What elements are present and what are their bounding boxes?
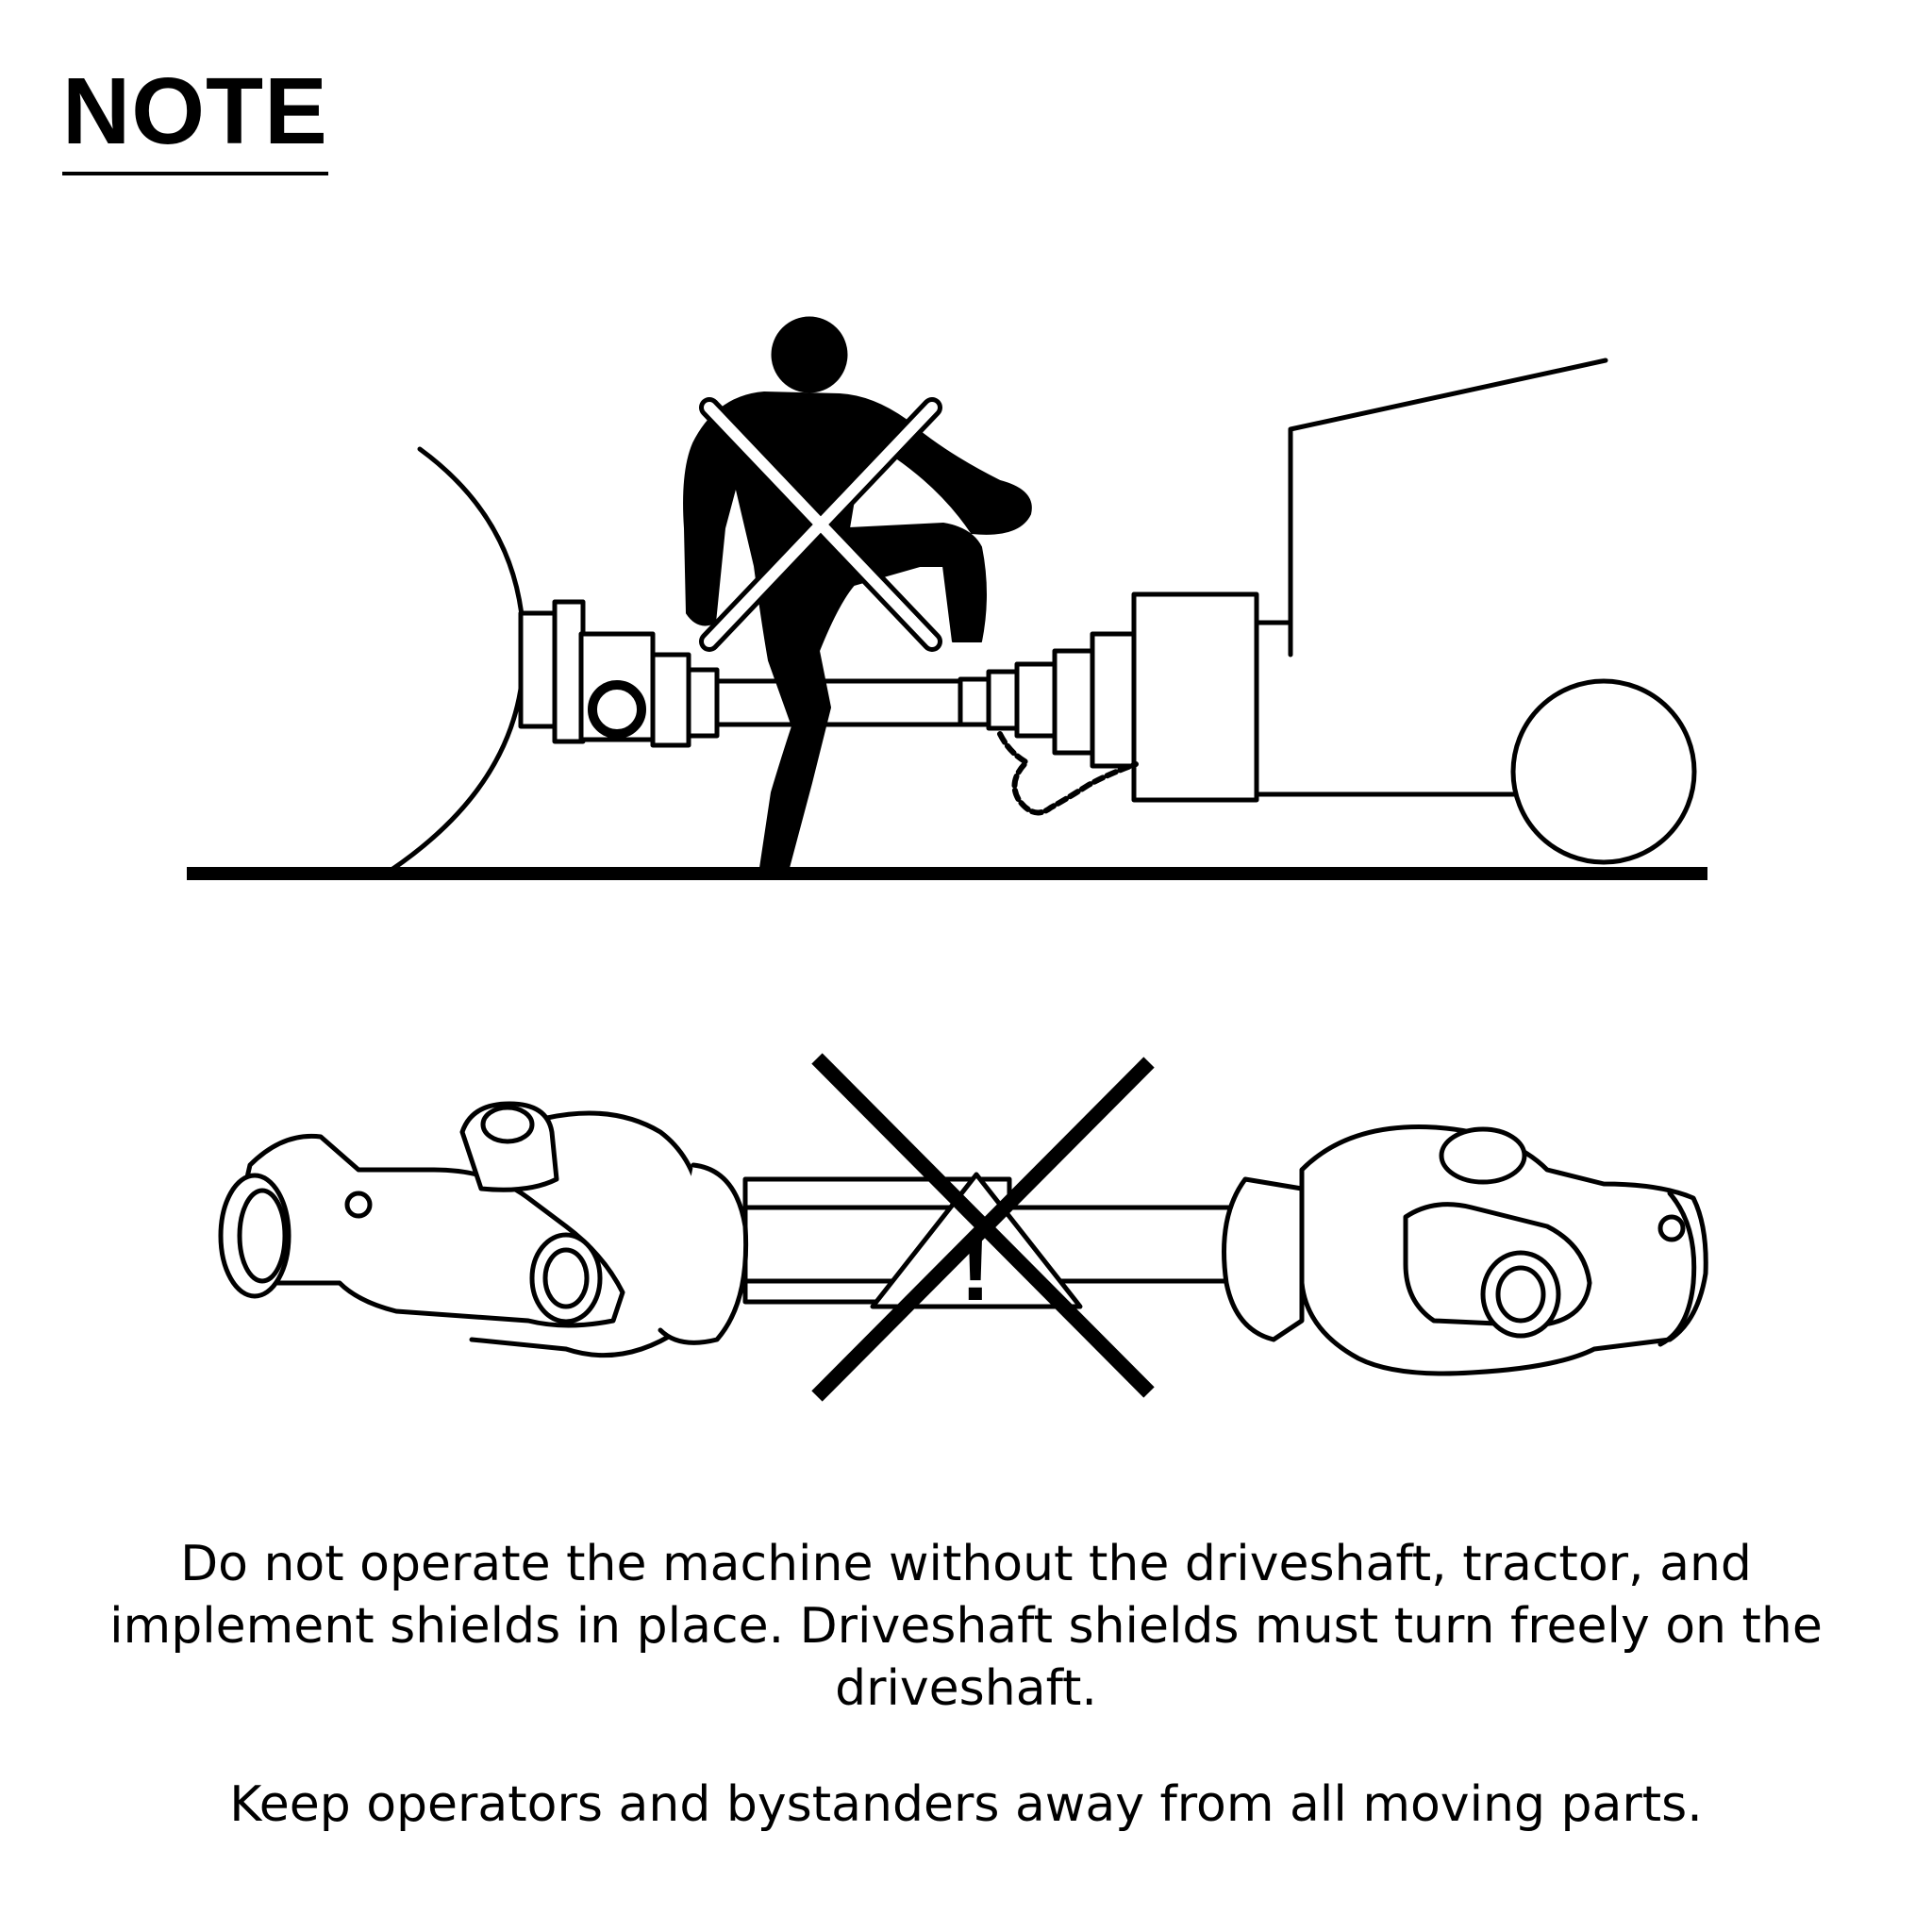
left-shield-collar	[658, 1162, 749, 1345]
right-cross-cap-front-inner	[1495, 1265, 1546, 1324]
instruction-paragraph-1: Do not operate the machine without the d…	[109, 1536, 1823, 1717]
right-yoke-2	[1090, 631, 1137, 769]
right-yoke	[1052, 648, 1095, 756]
right-shield-collar	[1222, 1176, 1305, 1342]
pto-housing	[1131, 591, 1259, 803]
left-u-joint	[218, 1101, 749, 1358]
right-cross-cap-front	[1480, 1250, 1561, 1339]
safety-chain	[997, 731, 1139, 816]
left-collar-2	[686, 667, 720, 739]
prohibited-x-top	[699, 397, 942, 652]
right-cross-body	[1403, 1202, 1592, 1328]
left-yoke-pin	[588, 680, 646, 739]
right-u-joint	[1222, 1124, 1708, 1376]
right-yoke-outer	[1299, 1124, 1708, 1376]
left-spline-end	[218, 1173, 291, 1299]
left-collar	[650, 652, 691, 748]
tractor-frame	[1254, 358, 1608, 658]
right-cross-cap-top	[1439, 1126, 1527, 1185]
person-silhouette	[683, 316, 1032, 869]
prohibited-x-bottom	[811, 1053, 1155, 1402]
right-grease-fitting	[1657, 1214, 1686, 1242]
instruction-paragraph-2: Keep operators and bystanders away from …	[229, 1776, 1703, 1833]
right-collar-3	[1014, 661, 1058, 739]
note-heading: NOTE	[62, 64, 328, 175]
left-yoke-body	[233, 1133, 625, 1328]
right-collar	[958, 676, 991, 727]
person-body	[683, 391, 1032, 869]
left-cross-cap-top	[480, 1105, 535, 1144]
bottom-illustration: !	[218, 1053, 1708, 1402]
left-cross-cap-front	[529, 1232, 603, 1324]
right-yoke-ring	[1657, 1191, 1697, 1347]
implement-curve	[389, 446, 526, 873]
top-driveshaft	[714, 678, 963, 727]
left-spline-inner	[237, 1188, 288, 1284]
tractor-wheel	[1510, 678, 1697, 865]
left-cross-cap-front-inner	[542, 1247, 590, 1309]
left-grease-fitting	[344, 1191, 373, 1219]
person-head	[771, 316, 848, 393]
right-collar-2	[986, 669, 1020, 731]
top-illustration	[187, 316, 1707, 880]
